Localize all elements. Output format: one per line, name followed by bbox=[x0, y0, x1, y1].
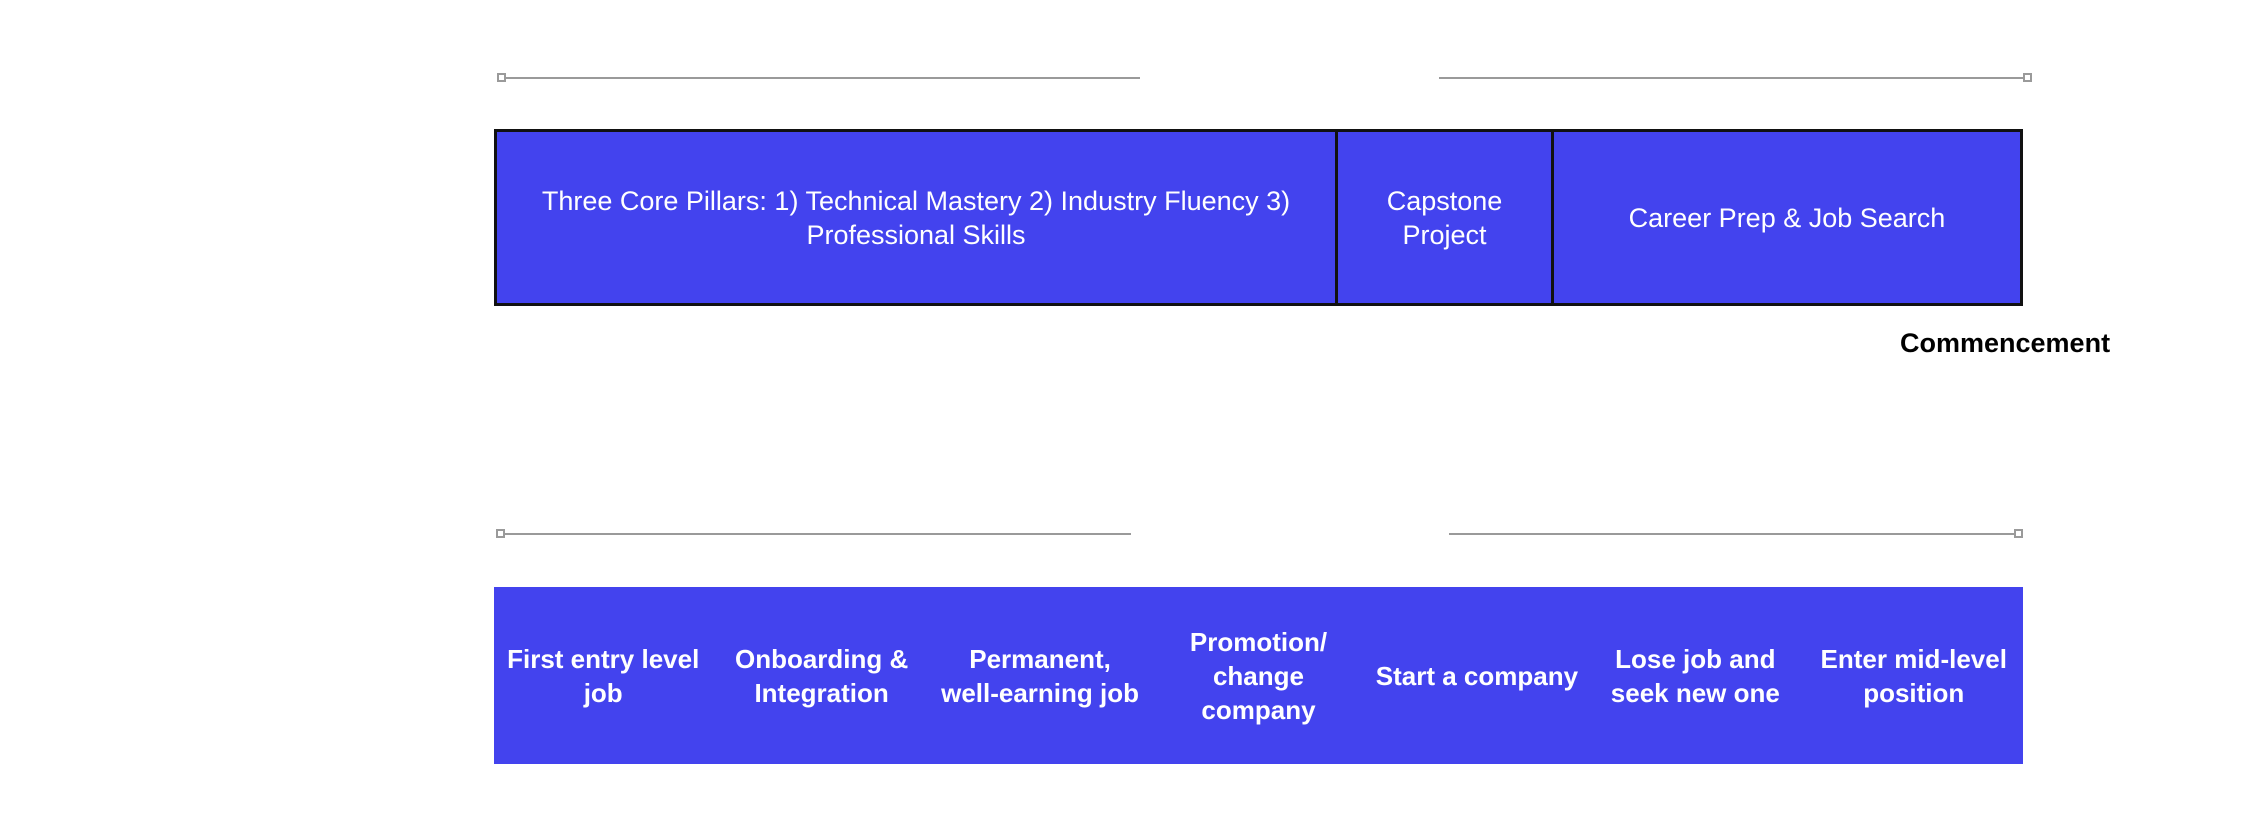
phase-core-pillars: Three Core Pillars: 1) Technical Mastery… bbox=[497, 132, 1335, 303]
phase-capstone: Capstone Project bbox=[1335, 132, 1551, 303]
stage-promotion: Promotion/ change company bbox=[1149, 587, 1367, 764]
top-bracket-right-line bbox=[1439, 77, 2023, 79]
stage-label: Enter mid-level position bbox=[1820, 643, 2007, 708]
stage-lose-job: Lose job and seek new one bbox=[1586, 587, 1804, 764]
bottom-bracket-left-line bbox=[505, 533, 1131, 535]
phase-capstone-label: Capstone Project bbox=[1386, 185, 1503, 250]
stage-label: First entry level job bbox=[507, 643, 700, 708]
career-stages-band: First entry level job Onboarding & Integ… bbox=[494, 587, 2023, 764]
stage-first-entry-job: First entry level job bbox=[494, 587, 712, 764]
program-phases-band: Three Core Pillars: 1) Technical Mastery… bbox=[494, 129, 2023, 306]
phase-career-prep: Career Prep & Job Search bbox=[1551, 132, 2020, 303]
stage-onboarding: Onboarding & Integration bbox=[712, 587, 930, 764]
top-bracket-right-marker bbox=[2023, 73, 2032, 82]
stage-mid-level: Enter mid-level position bbox=[1805, 587, 2023, 764]
stage-permanent-job: Permanent, well-earning job bbox=[931, 587, 1149, 764]
stage-label: Onboarding & Integration bbox=[734, 643, 909, 708]
bottom-bracket-right-line bbox=[1449, 533, 2015, 535]
top-bracket-left-marker bbox=[497, 73, 506, 82]
bottom-bracket-right-marker bbox=[2014, 529, 2023, 538]
stage-label: Promotion/ change company bbox=[1189, 626, 1328, 725]
stage-label: Permanent, well-earning job bbox=[941, 643, 1140, 708]
stage-start-company: Start a company bbox=[1368, 587, 1586, 764]
phase-career-prep-label: Career Prep & Job Search bbox=[1628, 202, 1946, 233]
bottom-bracket-left-marker bbox=[496, 529, 505, 538]
stage-label: Lose job and seek new one bbox=[1610, 643, 1780, 708]
top-bracket-left-line bbox=[506, 77, 1140, 79]
commencement-label: Commencement bbox=[1900, 328, 2111, 358]
stage-label: Start a company bbox=[1375, 660, 1579, 691]
phase-core-pillars-label: Three Core Pillars: 1) Technical Mastery… bbox=[541, 185, 1291, 250]
